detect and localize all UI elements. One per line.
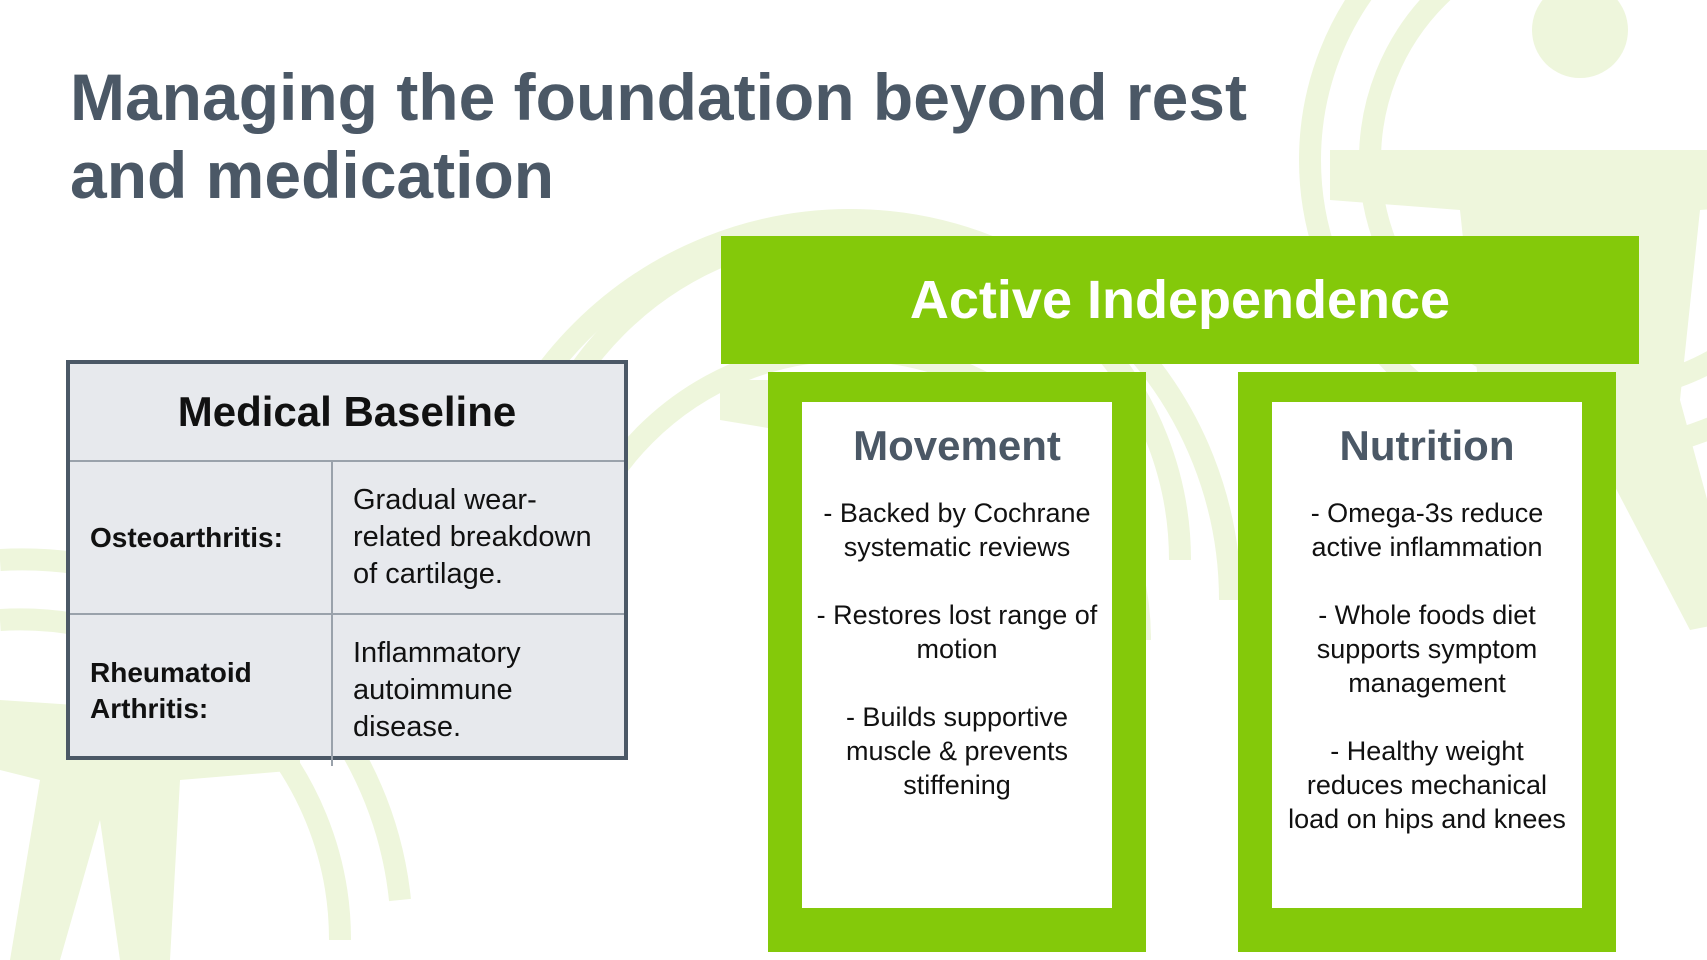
nutrition-list: - Omega-3s reduce active inflammation - … [1282,496,1572,836]
condition-description: Inflammatory autoimmune disease. [353,637,521,743]
list-item: - Omega-3s reduce active inflammation [1310,498,1544,562]
movement-title: Movement [853,422,1061,469]
page-title: Managing the foundation beyond rest and … [70,60,1247,212]
active-independence-banner: Active Independence [721,236,1639,364]
movement-pillar: Movement - Backed by Cochrane systematic… [768,372,1146,952]
table-row: Rheumatoid Arthritis: Inflammatory autoi… [70,613,624,766]
movement-list: - Backed by Cochrane systematic reviews … [812,496,1102,802]
list-item: - Whole foods diet supports symptom mana… [1316,600,1538,698]
condition-term: Osteoarthritis: [70,462,333,613]
movement-card: Movement - Backed by Cochrane systematic… [802,402,1112,908]
list-item: - Healthy weight reduces mechanical load… [1288,736,1566,834]
nutrition-title: Nutrition [1339,422,1515,469]
list-item: - Backed by Cochrane systematic reviews [823,498,1091,562]
nutrition-card: Nutrition - Omega-3s reduce active infla… [1272,402,1582,908]
human-figure-icon [0,700,300,960]
condition-description: Gradual wear-related breakdown of cartil… [353,484,592,590]
condition-term: Rheumatoid Arthritis: [70,615,333,766]
medical-baseline-table: Medical Baseline Osteoarthritis: Gradual… [66,360,628,766]
medical-baseline-header: Medical Baseline [70,364,624,462]
list-item: - Builds supportive muscle & prevents st… [845,702,1069,800]
list-item: - Restores lost range of motion [816,600,1098,664]
table-row: Osteoarthritis: Gradual wear-related bre… [70,462,624,613]
nutrition-pillar: Nutrition - Omega-3s reduce active infla… [1238,372,1616,952]
